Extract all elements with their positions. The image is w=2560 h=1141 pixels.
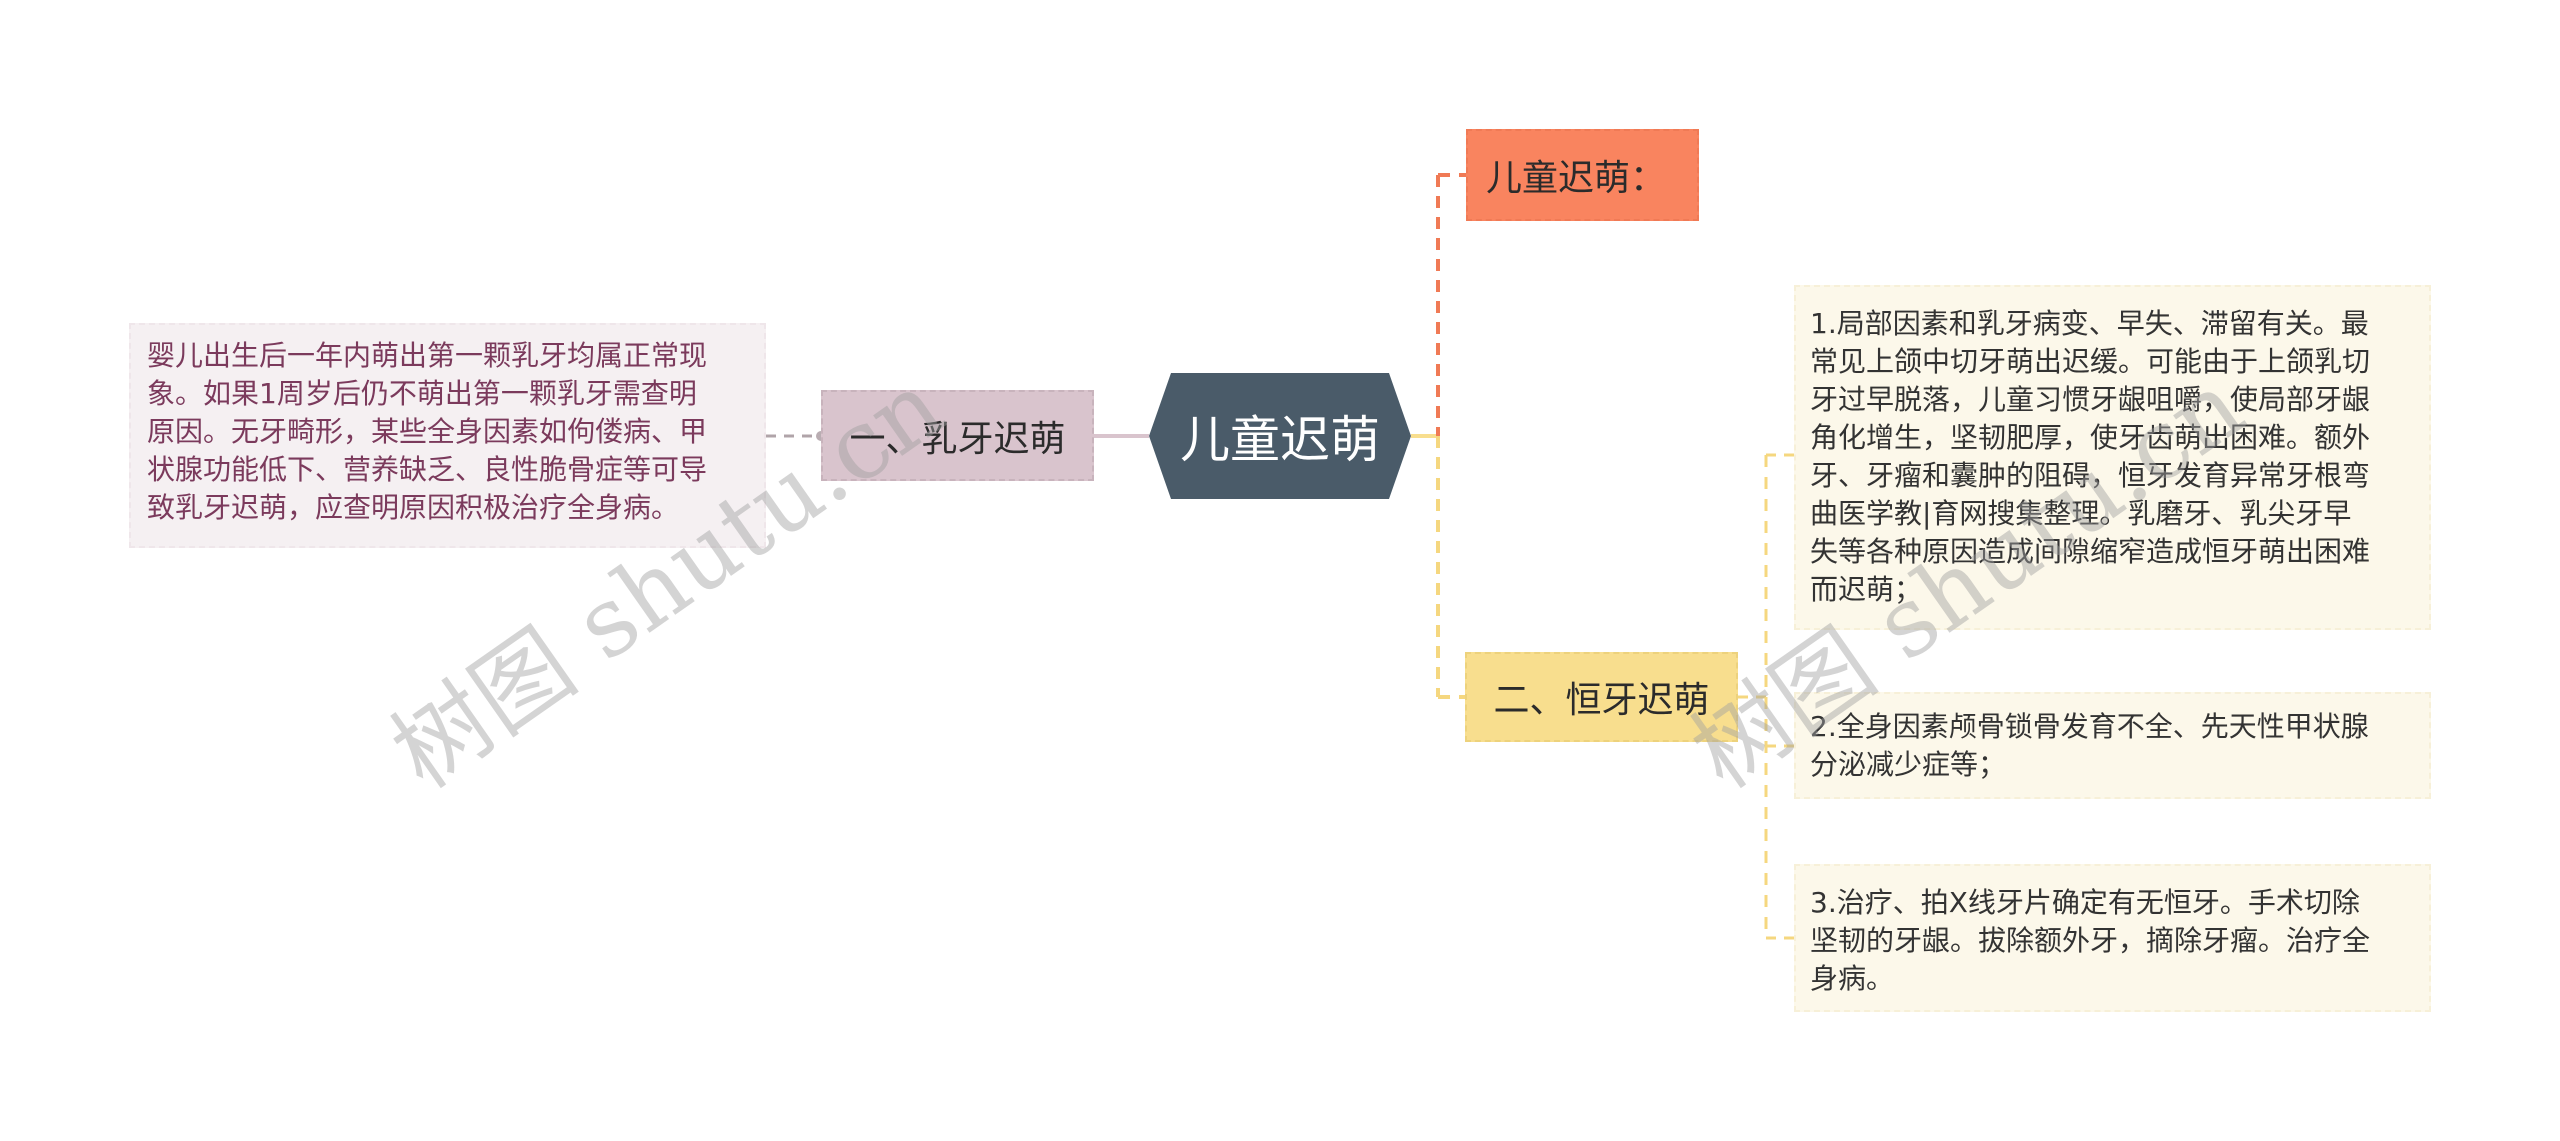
leaf-line: 状腺功能低下、营养缺乏、良性脆骨症等可导 [147,453,708,486]
leaf-line: 而迟萌； [1810,573,1923,606]
leaf-line: 原因。无牙畸形，某些全身因素如佝偻病、甲 [147,415,708,448]
leaf-line: 分泌减少症等； [1810,748,2007,781]
branch-node-children-delayed-eruption[interactable]: 儿童迟萌： [1466,129,1699,221]
leaf-line: 曲医学教|育网搜集整理。乳磨牙、乳尖牙早 [1810,497,2352,530]
leaf-line: 2.全身因素颅骨锁骨发育不全、先天性甲状腺 [1810,710,2369,743]
leaf-node-local-factors[interactable]: 1.局部因素和乳牙病变、早失、滞留有关。最 常见上颌中切牙萌出迟缓。可能由于上颌… [1794,285,2431,630]
leaf-line: 婴儿出生后一年内萌出第一颗乳牙均属正常现 [147,339,708,372]
leaf-line: 身病。 [1810,962,1895,995]
branch-node-deciduous-teeth[interactable]: 一、乳牙迟萌 [821,390,1094,481]
leaf-line: 致乳牙迟萌，应查明原因积极治疗全身病。 [147,491,680,524]
leaf-line: 角化增生，坚韧肥厚，使牙齿萌出困难。额外 [1810,421,2371,454]
branch-label: 一、乳牙迟萌 [849,418,1066,460]
leaf-line: 牙、牙瘤和囊肿的阻碍，恒牙发育异常牙根弯 [1810,459,2371,492]
central-topic-label: 儿童迟萌 [1180,411,1380,469]
leaf-line: 坚韧的牙龈。拔除额外牙，摘除牙瘤。治疗全 [1810,924,2371,957]
leaf-node-treatment[interactable]: 3.治疗、拍X线牙片确定有无恒牙。手术切除 坚韧的牙龈。拔除额外牙，摘除牙瘤。治… [1794,864,2431,1012]
leaf-line: 牙过早脱落，儿童习惯牙龈咀嚼，使局部牙龈 [1810,383,2371,416]
leaf-line: 1.局部因素和乳牙病变、早失、滞留有关。最 [1810,307,2369,340]
branch-node-permanent-teeth[interactable]: 二、恒牙迟萌 [1465,652,1738,742]
leaf-node-deciduous-teeth-detail[interactable]: 婴儿出生后一年内萌出第一颗乳牙均属正常现 象。如果1周岁后仍不萌出第一颗乳牙需查… [129,323,766,548]
leaf-line: 3.治疗、拍X线牙片确定有无恒牙。手术切除 [1810,886,2360,919]
branch-label: 二、恒牙迟萌 [1493,680,1710,721]
branch-label: 儿童迟萌： [1486,158,1667,199]
leaf-line: 象。如果1周岁后仍不萌出第一颗乳牙需查明 [147,377,697,410]
leaf-line: 失等各种原因造成间隙缩窄造成恒牙萌出困难 [1810,535,2371,568]
leaf-line: 常见上颌中切牙萌出迟缓。可能由于上颌乳切 [1810,345,2371,378]
central-topic-node[interactable]: 儿童迟萌 [1149,373,1411,499]
leaf-node-systemic-factors[interactable]: 2.全身因素颅骨锁骨发育不全、先天性甲状腺 分泌减少症等； [1794,692,2431,799]
